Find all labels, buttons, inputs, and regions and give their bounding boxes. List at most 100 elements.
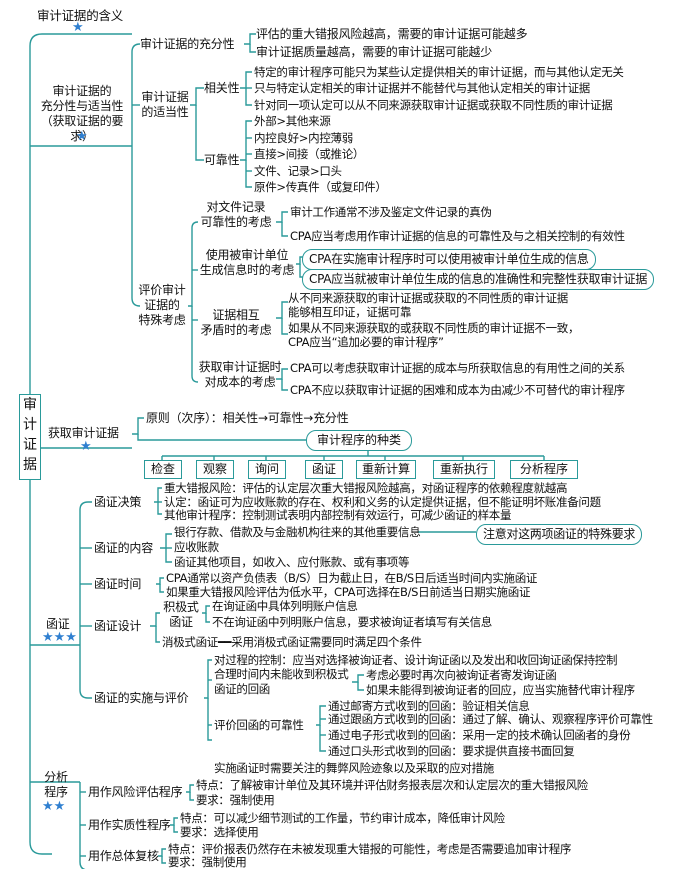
reliability-label: 可靠性 <box>204 153 240 167</box>
risk-requirement: 要求：强制使用 <box>196 793 275 807</box>
positive-item: 不在询证函中列明账户信息，要求被询证者填写有关信息 <box>212 615 492 629</box>
root-char: 计 <box>23 417 37 433</box>
procedure-type-box: 检查 <box>144 460 182 479</box>
mutual-item: 如果从不同来源获取的或获取不同性质的审计证据不一致， <box>288 321 580 335</box>
positive-item: 在询证函中具体列明账户信息 <box>212 599 358 613</box>
sec1-title: 审计证据的含义 <box>37 8 124 23</box>
decision-item: 认定：函证可为应收账款的存在、权利和义务的认定提供证据，但不能证明坏账准备问题 <box>164 495 601 509</box>
relevance-item: 针对同一项认定可以从不同来源获取审计证据或获取不同性质的审计证据 <box>254 98 613 112</box>
sec5-title-line: 程序 <box>44 785 68 799</box>
procedure-type-box: 观察 <box>196 460 234 479</box>
reliability-eval-item: 通过跟函方式收到的回函：通过了解、确认、观察程序评价可靠性 <box>328 712 653 726</box>
mutual-label-line: 矛盾时的考虑 <box>200 323 272 337</box>
sec2-title-line: 审计证据的 <box>52 84 112 98</box>
reliability-item: 文件、记录>口头 <box>254 164 342 178</box>
entity-info-item: CPA在实施审计程序时可以使用被审计单位生成的信息 <box>302 249 596 270</box>
special-label: 评价审计 证据的 特殊考虑 <box>136 283 188 328</box>
doc-label-line: 可靠性的考虑 <box>200 215 272 229</box>
doc-item: 审计工作通常不涉及鉴定文件记录的真伪 <box>290 205 492 219</box>
cost-item: CPA可以考虑获取审计证据的成本与所获取信息的有用性之间的关系 <box>290 361 625 375</box>
positive-label-line: 积极式 <box>163 600 199 614</box>
decision-item: 其他审计程序：控制测试表明内部控制有效运行，可减少函证的样本量 <box>164 508 512 522</box>
cost-label-line: 对成本的考虑 <box>204 375 276 389</box>
positive-label-line: 函证 <box>169 615 193 629</box>
implementation-no-reply: 合理时间内未能收到积极式 <box>214 667 349 681</box>
procedure-type-box: 函证 <box>305 460 343 479</box>
sec2-title-line: （获取证据的要求） <box>40 114 124 143</box>
sec5-title-line: 分析 <box>44 770 68 784</box>
content-item: 银行存款、借款及与金融机构往来的其他重要信息 <box>174 525 421 539</box>
content-item: 应收账款 <box>174 540 219 554</box>
special-label-line: 特殊考虑 <box>138 313 186 327</box>
sec2-title-line: 充分性与适当性 <box>40 99 124 113</box>
reliability-item: 原件>传真件（或复印件） <box>254 180 387 194</box>
timing-label: 函证时间 <box>94 577 142 591</box>
entity-info-item: CPA应当就被审计单位生成的信息的准确性和完整性获取审计证据 <box>302 269 655 290</box>
mutual-item: CPA应当“追加必要的审计程序” <box>288 335 444 349</box>
content-item: 函证其他项目，如收入、应付账款、或有事项等 <box>174 555 410 569</box>
mutual-label-line: 证据相互 <box>212 308 260 322</box>
relevance-label: 相关性 <box>204 81 240 95</box>
implementation-reply-label: 函证的回函 <box>214 682 270 696</box>
timing-item: 如果重大错报风险评估为低水平，CPA可选择在B/S日前适当日期实施函证 <box>166 585 531 599</box>
timing-item: CPA通常以资产负债表（B/S）日为截止日，在B/S日后适当时间内实施函证 <box>166 571 538 585</box>
root-node: 审 计 证 据 <box>19 394 41 480</box>
root-char: 证 <box>23 437 37 453</box>
overall-label: 用作总体复核 <box>88 849 159 863</box>
implementation-label: 函证的实施与评价 <box>94 691 189 705</box>
cost-label-line: 获取审计证据时 <box>198 360 282 374</box>
procedure-types-title: 审计程序的种类 <box>306 430 413 451</box>
sufficiency-item: 评估的重大错报风险越高，需要的审计证据可能越多 <box>256 27 528 41</box>
reliability-eval-item: 通过口头形式收到的回函：要求提供直接书面回复 <box>328 744 575 758</box>
sufficiency-label: 审计证据的充分性 <box>140 37 235 51</box>
root-char: 审 <box>23 397 37 413</box>
sec2-title: 审计证据的 充分性与适当性 （获取证据的要求） <box>34 84 130 144</box>
sec5-star-icon: ★★ <box>42 799 66 814</box>
relevance-item: 特定的审计程序可能只为某些认定提供相关的审计证据，而与其他认定无关 <box>254 65 624 79</box>
appropriateness-label: 审计证据 的适当性 <box>140 90 190 120</box>
substantive-requirement: 要求：选择使用 <box>180 825 259 839</box>
cost-label: 获取审计证据时 对成本的考虑 <box>196 360 284 390</box>
sec3-principle: 原则（次序）：相关性→可靠性→充分性 <box>146 411 349 425</box>
reliability-eval-item: 通过邮寄方式收到的回函：验证相关信息 <box>328 699 530 713</box>
mutual-item: 能够相互印证，证据可靠 <box>288 305 412 319</box>
design-label: 函证设计 <box>94 619 142 633</box>
negative-item: 消极式函证━━采用消极式函证需要同时满足四个条件 <box>162 635 422 649</box>
doc-reliability-label: 对文件记录 可靠性的考虑 <box>196 200 276 230</box>
reply-item: 考虑必要时再次向被询证者寄发询证函 <box>366 668 557 682</box>
procedure-type-box: 重新执行 <box>433 460 495 479</box>
substantive-label: 用作实质性程序 <box>88 818 171 832</box>
cost-item: CPA不应以获取审计证据的困难和成本为由减少不可替代的审计程序 <box>290 383 625 397</box>
content-label: 函证的内容 <box>94 541 154 555</box>
appropriateness-label-line: 的适当性 <box>141 105 189 119</box>
reliability-eval-item: 通过电子形式收到的回函：采用一定的技术确认回函者的身份 <box>328 728 631 742</box>
sec4-title: 函证 <box>46 617 70 631</box>
special-label-line: 证据的 <box>144 298 180 312</box>
implementation-control: 对过程的控制：应当对选择被询证者、设计询证函以及发出和收回询证函保持控制 <box>214 653 618 667</box>
sec5-title: 分析 程序 <box>36 770 76 800</box>
overall-feature: 特点：评价报表仍然存在未被发现重大错报的可能性，考虑是否需要追加审计程序 <box>168 842 572 856</box>
sec4-star-icon: ★★★ <box>42 630 77 645</box>
procedure-type-box: 分析程序 <box>510 460 578 479</box>
entity-info-label: 使用被审计单位 生成信息时的考虑 <box>198 248 296 278</box>
risk-label: 用作风险评估程序 <box>88 785 183 799</box>
implementation-fraud: 实施函证时需要关注的舞弊风险迹象以及采取的应对措施 <box>214 761 494 775</box>
sec1-star-icon: ★ <box>72 20 84 35</box>
entity-info-label-line: 使用被审计单位 <box>205 248 289 262</box>
substantive-feature: 特点：可以减少细节测试的工作量，节约审计成本，降低审计风险 <box>180 811 505 825</box>
reliability-item: 直接>间接（或推论） <box>254 147 365 161</box>
sec3-star-icon: ★ <box>80 439 92 454</box>
sufficiency-item: 审计证据质量越高，需要的审计证据可能越少 <box>256 45 493 59</box>
sec3-title: 获取审计证据 <box>48 426 119 440</box>
overall-requirement: 要求：强制使用 <box>168 855 247 869</box>
risk-feature: 特点：了解被审计单位及其环境并评估财务报表层次和认定层次的重大错报风险 <box>196 778 588 792</box>
positive-label: 积极式 函证 <box>160 600 202 630</box>
decision-label: 函证决策 <box>94 495 142 509</box>
special-label-line: 评价审计 <box>138 283 186 297</box>
root-char: 据 <box>23 457 37 473</box>
mutual-label: 证据相互 矛盾时的考虑 <box>196 308 276 338</box>
reliability-item: 内控良好>内控薄弱 <box>254 131 353 145</box>
entity-info-label-line: 生成信息时的考虑 <box>199 263 295 277</box>
